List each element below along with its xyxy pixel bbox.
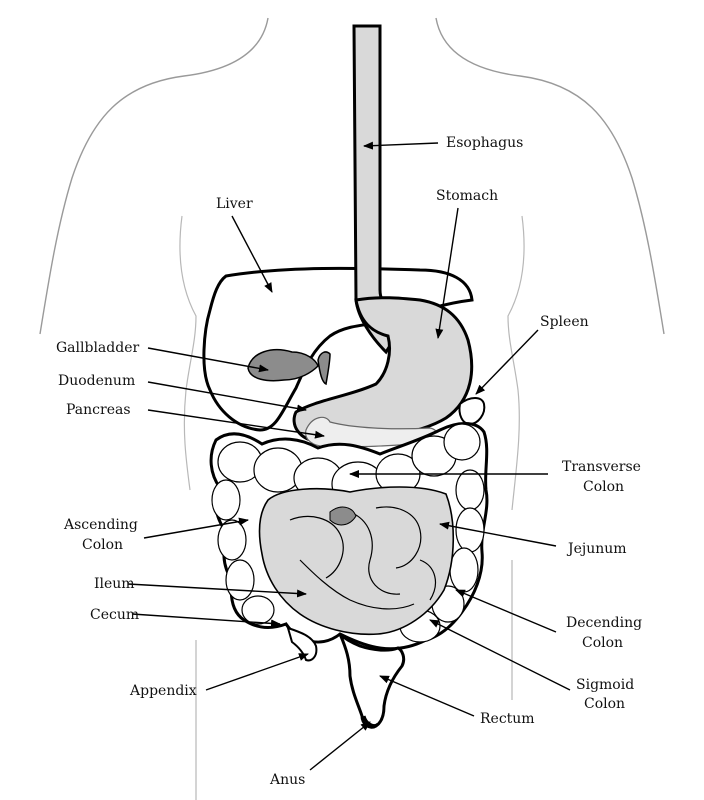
label-ileum: Ileum [94, 576, 135, 592]
label-rectum: Rectum [480, 711, 535, 727]
organ-labels: Esophagus Stomach Liver Spleen Gallbladd… [56, 135, 642, 788]
label-jejunum: Jejunum [566, 541, 627, 557]
label-anus: Anus [269, 772, 305, 788]
label-liver: Liver [216, 196, 253, 212]
label-spleen: Spleen [540, 314, 589, 330]
label-sigmoid-colon-line2: Colon [584, 696, 625, 712]
label-transverse-colon-line2: Colon [583, 479, 624, 495]
label-decending-colon-line2: Colon [582, 635, 623, 651]
label-cecum: Cecum [90, 607, 139, 623]
label-appendix: Appendix [129, 683, 197, 699]
gallbladder-shape [247, 348, 319, 382]
bile-duct-shape [317, 351, 331, 386]
pointer-lines [127, 141, 571, 771]
label-ascending-colon-line2: Colon [82, 537, 123, 553]
transverse-colon-haustra [211, 423, 485, 643]
spleen-shape [458, 397, 486, 426]
label-ascending-colon-line1: Ascending [63, 517, 138, 533]
label-duodenum: Duodenum [58, 373, 135, 389]
label-gallbladder: Gallbladder [56, 340, 139, 356]
label-sigmoid-colon-line1: Sigmoid [576, 677, 634, 693]
small-intestine [258, 486, 455, 636]
label-stomach: Stomach [436, 188, 498, 204]
label-esophagus: Esophagus [446, 135, 523, 151]
label-decending-colon-line1: Decending [566, 615, 642, 631]
label-transverse-colon-line1: Transverse [562, 459, 641, 475]
label-pancreas: Pancreas [66, 402, 131, 418]
